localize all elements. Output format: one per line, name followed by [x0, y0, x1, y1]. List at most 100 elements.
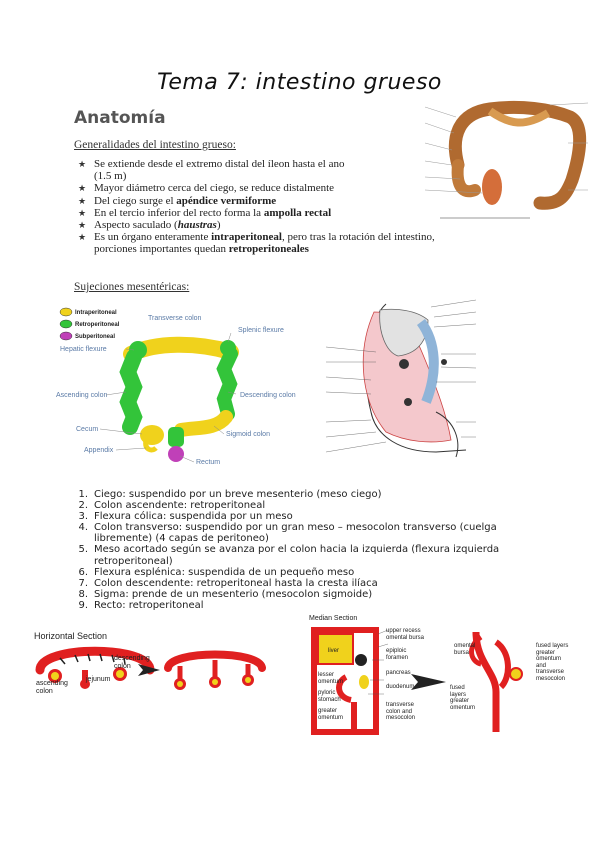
label-transverse: transverse	[386, 702, 415, 708]
sujeciones-item: 6.Flexura esplénica: suspendida de un pe…	[74, 567, 544, 578]
item-text: Flexura cólica: suspendida por un meso	[94, 511, 293, 523]
median-labels-lesser: lesser omentum	[318, 672, 343, 685]
bold-text: ampolla rectal	[263, 206, 332, 219]
generalidades-item: Se extiende desde el extremo distal del …	[74, 158, 514, 170]
label-colon: colon	[36, 688, 53, 695]
label-descending-colon: Descending colon	[240, 392, 296, 399]
median-labels-pyloric: pyloric stomach	[318, 690, 341, 703]
bold-text: retroperitoneales	[228, 243, 309, 256]
median-labels-epiploic: epiploic foramen	[386, 648, 408, 661]
generalidades-item: porciones importantes quedan retroperito…	[74, 243, 514, 255]
item-number: 9.	[78, 599, 88, 611]
item-text: retroperitoneal)	[94, 555, 173, 567]
section-heading: Anatomía	[74, 108, 166, 128]
label-pyloric: pyloric	[318, 690, 336, 696]
legend-retro: Retroperitoneal	[75, 322, 120, 328]
label-lesser-omentum: omentum	[318, 678, 344, 685]
item-number: 2.	[78, 500, 88, 512]
label-r-omental: omental	[454, 643, 476, 649]
text: porciones importantes quedan	[94, 243, 229, 256]
legend-swatch-sub	[59, 331, 73, 341]
splenic-flexure-shape	[220, 340, 236, 356]
legend: Intraperitoneal Retroperitoneal Subperit…	[59, 307, 120, 341]
generalidades-item: Del ciego surge el apéndice vermiforme	[74, 195, 514, 207]
sujeciones-item: 1.Ciego: suspendido por un breve mesente…	[74, 489, 544, 500]
hepatic-flexure-shape	[129, 341, 147, 359]
label-duodenum: duodenum	[386, 684, 415, 690]
label-ascending: ascending	[36, 680, 68, 687]
legend-intra: Intraperitoneal	[75, 310, 117, 316]
bold-text: haustras	[177, 219, 217, 232]
ascending-colon-shape	[119, 349, 143, 435]
legend-swatch-intra	[59, 307, 73, 317]
horizontal-section-diagram	[35, 646, 266, 690]
sigmoid-colon-shape	[174, 410, 233, 437]
label-layers2: layers	[450, 691, 467, 698]
label-colon-and: colon and	[386, 708, 413, 715]
legend-swatch-retro	[59, 319, 73, 329]
median-labels-greater: greater omentum	[318, 708, 343, 721]
label-and: and	[536, 662, 547, 669]
label-ascending-colon: Ascending colon	[56, 392, 107, 399]
label-pancreas: pancreas	[386, 670, 411, 676]
sujeciones-item: 2. Colon ascendente: retroperitoneal	[74, 500, 544, 511]
label-epiploic: epiploic	[386, 648, 407, 654]
label-greater-omentum: omentum	[318, 714, 344, 721]
page-title: Tema 7: intestino grueso	[157, 70, 442, 95]
label-splenic-flexure: Splenic flexure	[238, 327, 284, 334]
label-r-bursa: bursa	[454, 649, 470, 656]
label-sigmoid-colon: Sigmoid colon	[226, 431, 270, 438]
sujeciones-item: 8.Sigma: prende de un mesenterio (mesoco…	[74, 589, 544, 600]
label-greater-r: greater	[536, 649, 556, 656]
item-text: Colon transverso: suspendido por un gran…	[94, 522, 497, 534]
generalidades-heading: Generalidades del intestino grueso:	[74, 139, 236, 151]
label-liver: liver	[328, 648, 339, 654]
item-text: Flexura esplénica: suspendida de un pequ…	[94, 566, 355, 578]
text: Del ciego surge el	[94, 194, 177, 207]
colon-anatomy-image	[420, 95, 590, 225]
label-fused-layers: fused layers	[536, 643, 569, 649]
text: )	[216, 219, 221, 232]
label-stomach: stomach	[318, 696, 341, 703]
bold-text: intraperitoneal	[211, 231, 282, 244]
sujeciones-item: 3. Flexura cólica: suspendida por un meso	[74, 511, 544, 522]
generalidades-item: Mayor diámetro cerca del ciego, se reduc…	[74, 182, 514, 194]
item-text: Colon descendente: retroperitoneal hasta…	[94, 577, 378, 589]
label-fused2: fused	[450, 685, 465, 691]
label-omentum3: omentum	[450, 704, 476, 711]
colon-peritoneal-diagram: Intraperitoneal Retroperitoneal Subperit…	[56, 307, 296, 466]
label-omentum-r: omentum	[536, 656, 562, 662]
text: , pero tras la rotación del intestino,	[281, 231, 435, 244]
median-labels-transverse: transverse colon and mesocolon	[386, 702, 415, 722]
rectum-upper-shape	[168, 427, 184, 447]
bold-text: apéndice vermiforme	[176, 194, 277, 207]
text: (1.5 m)	[94, 170, 127, 183]
item-number: 3.	[78, 511, 88, 523]
label-descending: descending	[114, 655, 150, 662]
median-section-diagram: liver	[311, 627, 523, 735]
generalidades-item: Aspecto saculado (haustras)	[74, 219, 514, 231]
label-cecum: Cecum	[76, 426, 98, 433]
item-number: 7.	[78, 577, 88, 589]
item-text: libremente) (4 capas de peritoneo)	[94, 533, 269, 545]
item-text: Colon ascendente: retroperitoneal	[94, 500, 266, 512]
sujeciones-item: 5.Meso acortado según se avanza por el c…	[74, 544, 544, 555]
item-text: Meso acortado según se avanza por el col…	[94, 544, 500, 556]
text: En el tercio inferior del recto forma la	[94, 206, 264, 219]
generalidades-item: (1.5 m)	[74, 170, 514, 182]
median-labels-fused: fused layers greater omentum and transve…	[536, 643, 568, 682]
sujeciones-item: 9.Recto: retroperitoneal	[74, 600, 544, 611]
sujeciones-item: libremente) (4 capas de peritoneo)	[74, 533, 544, 544]
median-labels-fused2: fused layers greater omentum	[450, 685, 475, 711]
label-rectum: Rectum	[196, 459, 220, 466]
label-mesocolon: mesocolon	[386, 715, 416, 721]
generalidades-list: Se extiende desde el extremo distal del …	[74, 158, 514, 256]
sagittal-sketch-image	[316, 292, 526, 462]
item-number: 4.	[78, 522, 88, 534]
item-text: Sigma: prende de un mesenterio (mesocolo…	[94, 588, 373, 600]
median-labels-upper: upper recess omental bursa	[386, 628, 424, 641]
item-number: 1.	[78, 489, 88, 500]
label-mesocolon-r: mesocolon	[536, 675, 566, 682]
label-ascending-colon-h: ascending colon	[36, 680, 68, 696]
label-lesser: lesser	[318, 672, 335, 678]
